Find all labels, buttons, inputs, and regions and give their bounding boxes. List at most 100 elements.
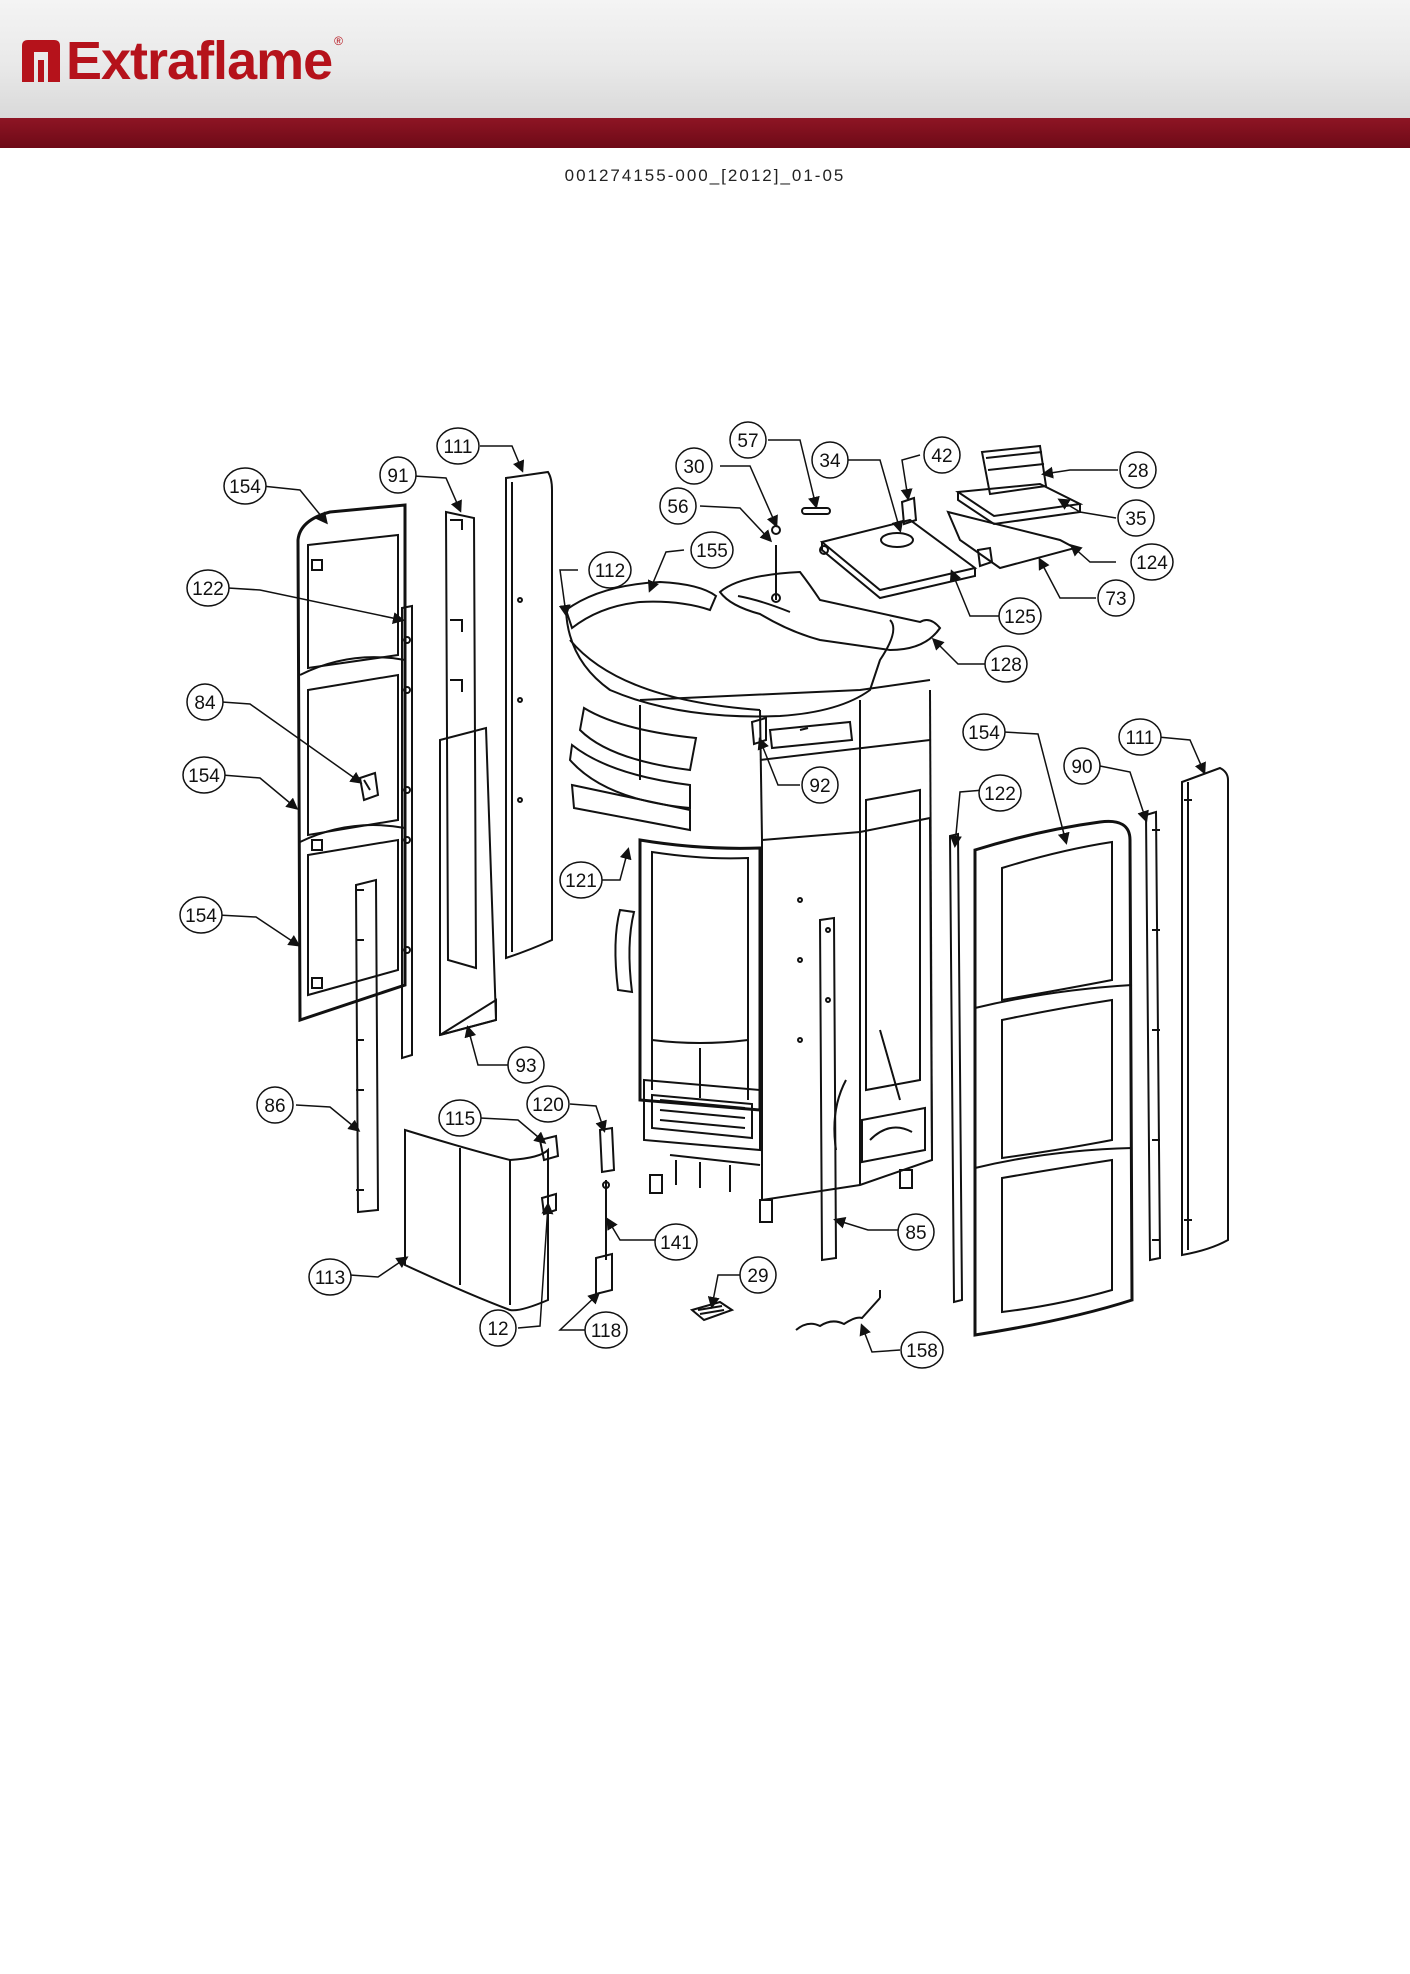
svg-text:111: 111 [1126,728,1155,749]
svg-text:12: 12 [487,1319,508,1340]
small-bracket-84 [358,771,380,802]
svg-text:155: 155 [696,541,728,562]
svg-text:93: 93 [515,1056,536,1077]
callout-122-left: 122 [186,569,230,607]
flame-logo-icon [22,40,60,82]
firebox-door [614,838,762,1112]
svg-text:86: 86 [264,1096,285,1117]
svg-text:30: 30 [683,457,704,478]
right-side-panel [973,819,1134,1337]
svg-text:91: 91 [387,466,408,487]
callout-124: 124 [1130,543,1174,581]
callout-84: 84 [186,683,224,721]
callout-34: 34 [811,441,849,479]
brand-name: Extraflame [66,31,333,91]
callout-141: 141 [654,1223,698,1261]
top-curved-frame [564,580,895,832]
callout-154-right: 154 [962,713,1006,751]
callout-92: 92 [801,766,839,804]
stove-feet [649,1169,913,1223]
svg-text:125: 125 [1004,607,1036,628]
left-side-panel [296,503,407,1023]
callout-155: 155 [690,531,734,569]
callout-91: 91 [379,456,417,494]
svg-text:90: 90 [1071,757,1092,778]
callout-73: 73 [1097,579,1135,617]
callout-154-mid: 154 [182,756,226,794]
blower-assembly [955,444,1084,526]
callout-158: 158 [900,1331,944,1369]
ash-drawer [643,1078,761,1192]
svg-text:73: 73 [1105,589,1126,610]
callout-154-low: 154 [179,896,223,934]
svg-text:122: 122 [192,579,224,600]
svg-text:124: 124 [1136,553,1168,574]
svg-text:57: 57 [737,431,758,452]
callout-42: 42 [923,436,961,474]
registered-mark: ® [334,34,343,48]
svg-text:118: 118 [591,1321,621,1342]
callout-112: 112 [588,551,632,589]
brand-bar [0,118,1410,148]
callout-35: 35 [1117,499,1155,537]
callout-90: 90 [1063,747,1101,785]
svg-text:122: 122 [984,784,1016,805]
svg-text:34: 34 [819,451,841,472]
right-thin-strip [948,832,964,1304]
callout-118: 118 [584,1311,628,1349]
callout-29: 29 [739,1256,777,1294]
callout-28: 28 [1119,451,1157,489]
svg-text:56: 56 [667,497,688,518]
svg-text:154: 154 [229,477,261,498]
right-long-panel-111 [1181,766,1229,1257]
svg-text:85: 85 [905,1223,926,1244]
svg-text:29: 29 [747,1266,768,1287]
front-door-panel-113 [404,1128,549,1312]
upper-arch-128 [718,570,942,652]
connector-92 [750,716,767,746]
callout-56: 56 [659,487,697,525]
callout-122-right: 122 [978,774,1022,812]
callout-113: 113 [308,1258,352,1296]
document-code: 001274155-000_[2012]_01-05 [564,166,846,185]
svg-text:111: 111 [444,437,473,458]
svg-text:92: 92 [809,776,830,797]
callout-85: 85 [897,1213,935,1251]
callout-86: 86 [256,1086,294,1124]
callout-125: 125 [998,597,1042,635]
svg-text:154: 154 [188,766,220,787]
top-fixings [771,507,831,603]
svg-text:121: 121 [565,871,597,892]
callout-121: 121 [559,861,603,899]
tall-strip-91 [444,510,478,970]
svg-text:84: 84 [194,693,216,714]
svg-text:113: 113 [315,1268,345,1289]
stove-internals [833,788,926,1164]
callout-154-top: 154 [223,467,267,505]
hinge-assembly [595,1126,616,1296]
svg-text:141: 141 [660,1233,692,1254]
right-strip-90 [1144,810,1162,1262]
svg-text:158: 158 [906,1341,938,1362]
svg-text:42: 42 [931,446,952,467]
spring-158 [795,1290,881,1331]
top-plate-125 [819,518,978,600]
page-header: Extraflame ® [0,0,1410,118]
callout-57: 57 [729,421,767,459]
callout-120: 120 [526,1085,570,1123]
svg-text:154: 154 [185,906,217,927]
vertical-bar-85 [818,916,838,1262]
callout-115: 115 [438,1099,482,1137]
callout-111-left: 111 [436,427,480,465]
callout-93: 93 [507,1046,545,1084]
svg-text:28: 28 [1127,461,1148,482]
svg-text:154: 154 [968,723,1000,744]
left-long-panel-111 [505,470,553,960]
callout-12: 12 [479,1309,517,1347]
left-upright-strip [401,604,413,1060]
svg-text:120: 120 [532,1095,564,1116]
vertical-bar-86 [354,878,380,1214]
callout-111-right: 111 [1118,718,1162,756]
callout-bubbles: 111 154 91 122 84 154 154 86 93 112 155 … [179,421,1174,1369]
